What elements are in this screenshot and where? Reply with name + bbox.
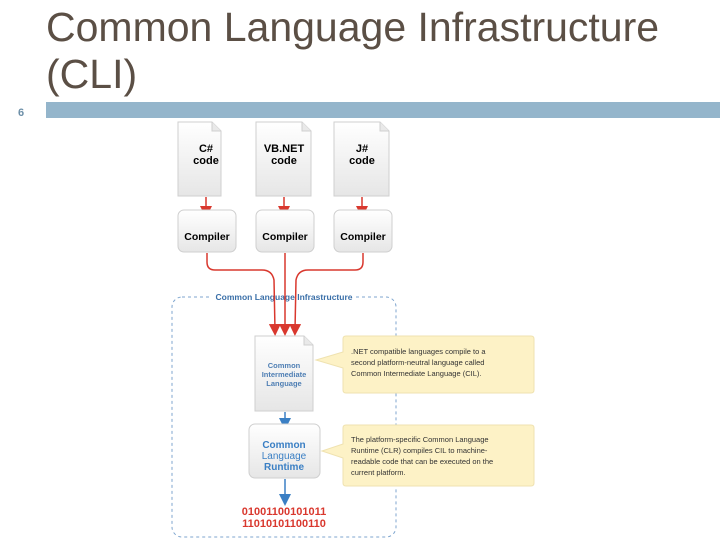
source-lang-label: C# xyxy=(199,143,213,155)
callout-note-clr: The platform-specific Common Language Ru… xyxy=(320,424,535,487)
cli-label-part: Common Language xyxy=(216,292,296,302)
callout-text: Runtime (CLR) compiles CIL to machine- xyxy=(351,446,488,455)
cil-text: Intermediate xyxy=(262,370,307,379)
source-doc-csharp: C# code xyxy=(177,121,222,197)
callout-text: The platform-specific Common Language xyxy=(351,435,489,444)
cli-boundary xyxy=(171,296,397,538)
slide-title: Common Language Infrastructure (CLI) xyxy=(46,4,660,97)
compiler-box-2: Compiler xyxy=(255,209,315,253)
binary-line: 11010101100110 xyxy=(242,518,326,530)
source-code-label: code xyxy=(193,155,219,167)
callout-text: second platform-neutral language called xyxy=(351,358,484,367)
compiler-label: Compiler xyxy=(262,231,308,243)
source-lang-label: J# xyxy=(356,143,368,155)
slide-number: 6 xyxy=(17,107,25,119)
cil-document: Common Intermediate Language xyxy=(254,335,314,412)
svg-text:Common Language Infrastruc: Common Language Infrastructure xyxy=(216,292,353,302)
cli-label-part: Infrastructure xyxy=(297,292,353,302)
source-code-label: code xyxy=(271,155,297,167)
compiler-box-1: Compiler xyxy=(177,209,237,253)
title-underline-bar xyxy=(46,102,720,118)
source-doc-vbnet: VB.NET code xyxy=(255,121,312,197)
compiler-box-3: Compiler xyxy=(333,209,393,253)
source-code-label: code xyxy=(349,155,375,167)
callout-note-cil: .NET compatible languages compile to a s… xyxy=(314,335,535,394)
callout-text: readable code that can be executed on th… xyxy=(351,457,493,466)
source-doc-jsharp: J# code xyxy=(333,121,390,197)
callout-text: Common Intermediate Language (CIL). xyxy=(351,369,482,378)
callout-text: current platform. xyxy=(351,468,406,477)
source-lang-label: VB.NET xyxy=(264,143,305,155)
callout-text: .NET compatible languages compile to a xyxy=(351,347,486,356)
arrow-to-cil xyxy=(289,253,364,336)
binary-line: 01001100101011 xyxy=(242,506,326,518)
arrow-to-cil xyxy=(206,253,281,336)
cil-text: Language xyxy=(266,379,301,388)
cil-text: Common xyxy=(268,361,301,370)
clr-text: Common xyxy=(262,440,305,451)
clr-text: Language xyxy=(262,451,307,462)
clr-box: Common Language Runtime xyxy=(248,423,321,479)
compiler-label: Compiler xyxy=(340,231,386,243)
compiler-label: Compiler xyxy=(184,231,230,243)
clr-text: Runtime xyxy=(264,462,304,473)
